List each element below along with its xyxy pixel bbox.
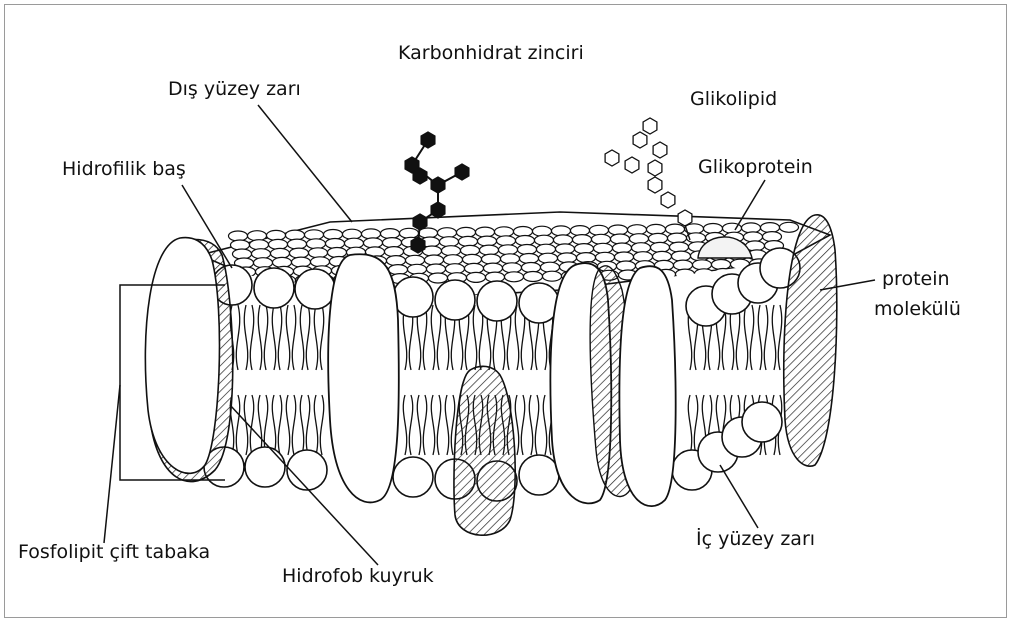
head-upper — [254, 268, 294, 308]
head-top — [543, 271, 562, 281]
glyco-hexagon — [661, 192, 675, 208]
carb-hexagon — [455, 164, 469, 180]
leader-phospholipid-bilayer — [104, 385, 120, 543]
glyco-hexagon — [648, 160, 662, 176]
head-top — [780, 222, 799, 232]
glyco-hexagon — [633, 132, 647, 148]
protein-label-line2: molekülü — [874, 298, 961, 320]
phospholipid-bilayer-label: Fosfolipit çift tabaka — [18, 541, 210, 563]
glyco-hexagon — [605, 150, 619, 166]
carb-hexagon — [421, 132, 435, 148]
carb-hexagon — [431, 177, 445, 193]
head-lower — [245, 447, 285, 487]
leader-outer-surface — [258, 105, 352, 222]
head-top — [524, 272, 543, 282]
head-top — [429, 273, 448, 283]
carb-hexagon — [431, 202, 445, 218]
head-top — [505, 272, 524, 282]
carb-hexagon — [413, 168, 427, 184]
head-top — [467, 272, 486, 282]
protein-center-left — [328, 254, 399, 502]
protein-right-pair — [550, 263, 675, 506]
glyco-hexagon — [643, 118, 657, 134]
glyco-hexagon — [653, 142, 667, 158]
head-upper — [435, 280, 475, 320]
carb-hexagon — [413, 214, 427, 230]
head-lower — [742, 402, 782, 442]
protein-center — [454, 366, 516, 535]
hydrophobic-tail-label: Hidrofob kuyruk — [282, 565, 434, 587]
head-lower — [393, 457, 433, 497]
head-lower — [287, 450, 327, 490]
protein-label-line1: protein — [882, 268, 950, 290]
head-upper — [393, 277, 433, 317]
hydrophilic-head-label: Hidrofilik baş — [62, 158, 186, 180]
head-upper — [295, 269, 335, 309]
carb-hexagon — [411, 237, 425, 253]
head-upper — [477, 281, 517, 321]
glyco-hexagon — [678, 210, 692, 226]
glyco-hexagon — [625, 157, 639, 173]
inner-surface-label: İç yüzey zarı — [696, 528, 815, 550]
leader-inner-surface — [720, 465, 758, 528]
glycoprotein-label: Glikoprotein — [698, 156, 813, 178]
glycolipid-label: Glikolipid — [690, 88, 777, 110]
glyco-hexagon — [648, 177, 662, 193]
outer-surface-label: Dış yüzey zarı — [168, 78, 301, 100]
carbohydrate-chain-label: Karbonhidrat zinciri — [398, 42, 584, 64]
protein-left — [145, 238, 232, 482]
head-lower — [519, 455, 559, 495]
